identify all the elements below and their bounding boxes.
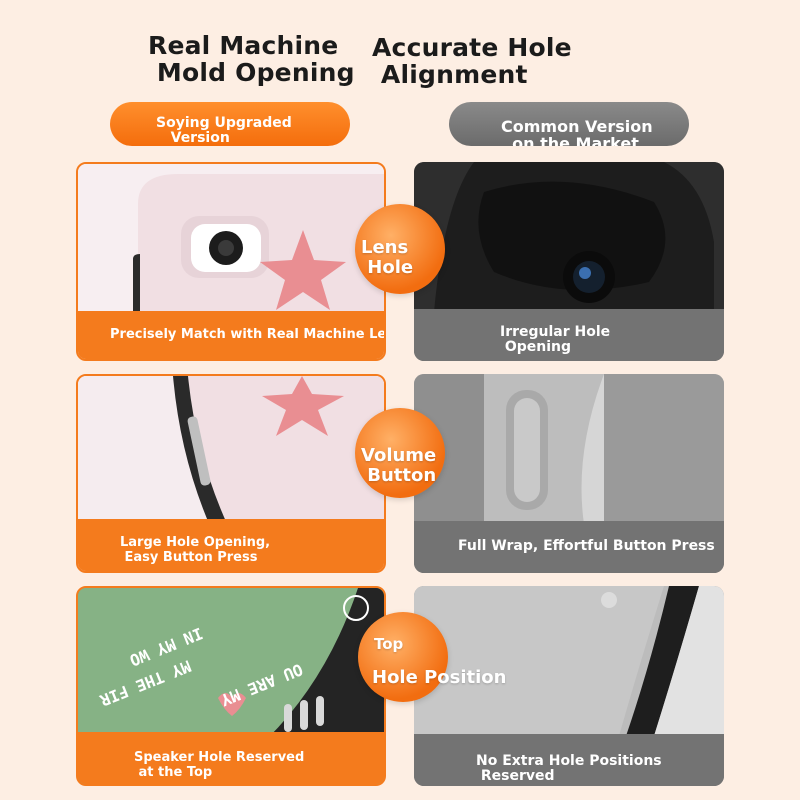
speaker-common-panel: No Extra Hole Positions Reserved (414, 586, 724, 786)
volume-common-caption: Full Wrap, Effortful Button Press (414, 521, 724, 573)
lens-upgraded-panel: Precisely Match with Real Machine Lens (76, 162, 386, 361)
lens-common-panel: Irregular Hole Opening (414, 162, 724, 361)
volume-common-photo (414, 374, 724, 524)
volume-upgraded-panel: Large Hole Opening, Easy Button Press (76, 374, 386, 573)
lens-common-photo (414, 162, 724, 312)
lens-common-caption-text: Irregular Hole Opening (500, 324, 611, 355)
volume-upgraded-photo (78, 376, 384, 526)
common-version-pill: Common Version on the Market (449, 102, 689, 146)
top-hole-badge: Top (358, 612, 448, 702)
lens-common-caption: Irregular Hole Opening (414, 309, 724, 361)
headline-right: Accurate Hole Alignment (372, 33, 572, 89)
volume-button-label: Volume Button (361, 445, 437, 486)
volume-upgraded-caption: Large Hole Opening, Easy Button Press (78, 519, 384, 571)
speaker-upgraded-caption: Speaker Hole Reserved at the Top (78, 732, 384, 784)
speaker-upgraded-photo: OU ARE MY IN MY WO MY THE FIR (78, 588, 384, 738)
volume-upgraded-caption-text: Large Hole Opening, Easy Button Press (120, 535, 271, 565)
speaker-common-photo (414, 586, 724, 736)
hole-position-label: Hole Position (372, 667, 507, 688)
lens-upgraded-caption: Precisely Match with Real Machine Lens (78, 311, 384, 359)
volume-button-badge: Volume Button (355, 408, 445, 498)
lens-upgraded-caption-text: Precisely Match with Real Machine Lens (110, 327, 386, 342)
speaker-upgraded-panel: OU ARE MY IN MY WO MY THE FIR Speaker Ho… (76, 586, 386, 786)
lens-hole-badge: Lens Hole (355, 204, 445, 294)
volume-common-panel: Full Wrap, Effortful Button Press (414, 374, 724, 573)
lens-upgraded-photo (78, 164, 384, 314)
upgraded-version-pill: Soying Upgraded Version (110, 102, 350, 146)
volume-common-caption-text: Full Wrap, Effortful Button Press (458, 538, 715, 554)
speaker-common-caption: No Extra Hole Positions Reserved (414, 734, 724, 786)
speaker-common-caption-text: No Extra Hole Positions Reserved (476, 753, 662, 784)
lens-hole-label: Lens Hole (361, 237, 414, 278)
speaker-upgraded-caption-text: Speaker Hole Reserved at the Top (134, 750, 305, 780)
top-hole-label-top: Top (374, 635, 404, 653)
headline-left: Real Machine Mold Opening (148, 31, 355, 87)
